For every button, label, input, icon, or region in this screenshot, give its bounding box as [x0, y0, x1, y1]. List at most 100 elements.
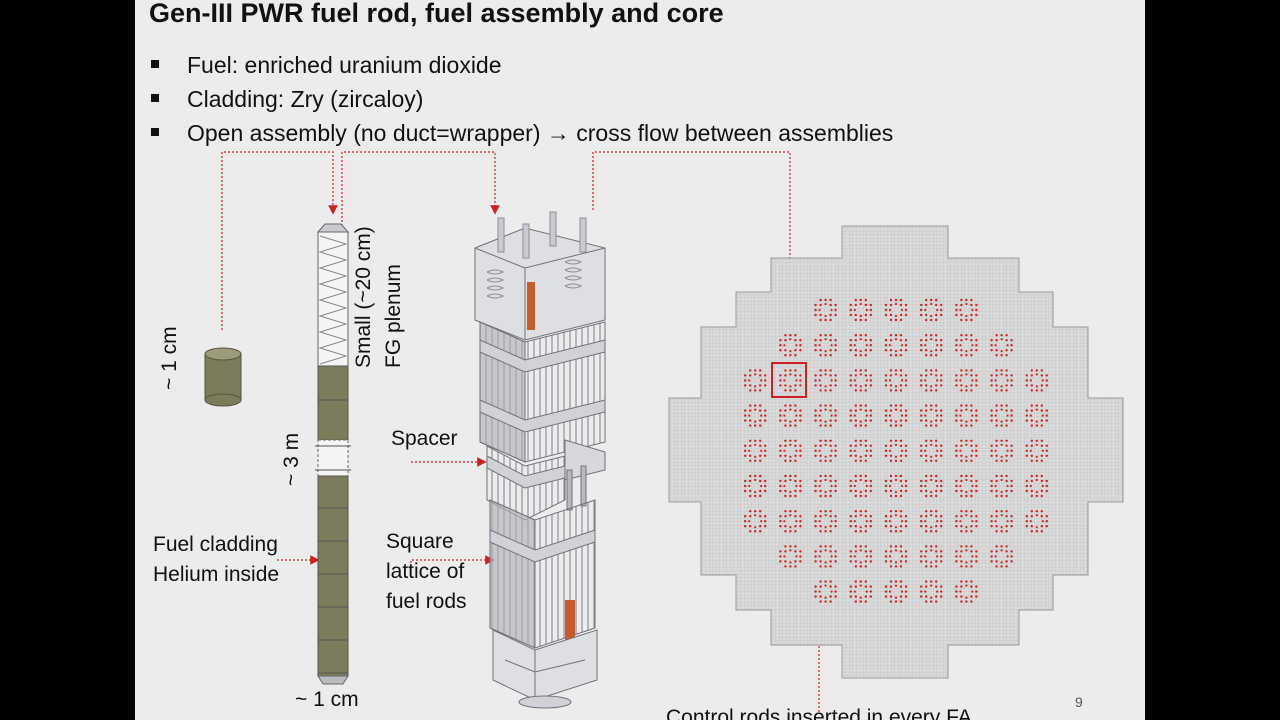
- control-rod-cluster: [990, 474, 1013, 498]
- bullet-square-icon: [151, 94, 159, 102]
- control-rod-cluster: [920, 545, 943, 568]
- reactor-core: [668, 225, 1124, 679]
- control-rod-cluster: [955, 404, 978, 427]
- highlighted-assembly: [771, 362, 807, 398]
- control-rod-cluster: [1025, 439, 1048, 462]
- leader-to-pellet: [221, 151, 338, 330]
- control-rod-cluster: [814, 334, 837, 357]
- control-rod-cluster: [849, 404, 872, 427]
- control-rod-cluster: [884, 545, 908, 568]
- control-rod-cluster: [990, 334, 1013, 357]
- control-rod-cluster: [955, 474, 978, 498]
- cladding-label: Fuel cladding Helium inside: [153, 533, 280, 586]
- control-rod-cluster: [779, 404, 802, 427]
- control-rod-cluster: [884, 369, 908, 392]
- control-rod-cluster: [849, 510, 872, 533]
- control-rod-cluster: [779, 369, 802, 392]
- control-rod-cluster: [990, 439, 1013, 462]
- rod-length-label: ~ 3 m: [280, 432, 303, 486]
- control-rod-cluster: [920, 404, 943, 427]
- bullet-square-icon: [151, 128, 159, 136]
- control-rod-cluster: [955, 439, 978, 462]
- control-rod-cluster: [744, 369, 767, 392]
- control-rod-cluster: [920, 298, 943, 322]
- control-rod-cluster: [744, 510, 767, 533]
- control-rod-cluster: [884, 439, 908, 462]
- control-rod-cluster: [884, 298, 908, 322]
- bullet-item: Cladding: Zry (zircaloy): [151, 84, 893, 118]
- control-rod-cluster: [990, 545, 1013, 568]
- control-rod-cluster: [814, 369, 837, 392]
- control-rod-cluster: [884, 580, 908, 603]
- control-rod-cluster: [955, 510, 978, 533]
- control-rod-cluster: [955, 298, 978, 322]
- control-rod-cluster: [920, 580, 943, 603]
- control-rod-cluster: [849, 439, 872, 462]
- fuel-rod: [315, 223, 351, 685]
- control-rod-patterns: [744, 298, 1048, 603]
- spacer-grid-1: [479, 339, 606, 373]
- bullet-item: Fuel: enriched uranium dioxide: [151, 50, 893, 84]
- control-rod-cluster: [1025, 510, 1048, 533]
- fuel-pellet: [204, 347, 242, 407]
- control-rod-cluster: [1025, 369, 1048, 392]
- rod-diameter-label: ~ 1 cm: [295, 688, 359, 711]
- leader-lattice: [410, 555, 495, 575]
- control-rod-cluster: [920, 369, 943, 392]
- control-rod-cluster: [884, 334, 908, 357]
- page-number: 9: [1075, 694, 1083, 710]
- bullet-square-icon: [151, 60, 159, 68]
- lattice-label: Square lattice of fuel rods: [386, 530, 467, 613]
- bullet-list: Fuel: enriched uranium dioxide Cladding:…: [151, 50, 893, 152]
- leader-to-plenum: [341, 151, 500, 230]
- spacer-label: Spacer: [391, 427, 458, 450]
- control-rod-cluster: [814, 545, 837, 568]
- bullet-item: Open assembly (no duct=wrapper) → cross …: [151, 118, 893, 152]
- control-rod-cluster: [1025, 404, 1048, 427]
- control-rod-cluster: [849, 580, 872, 603]
- control-rod-cluster: [849, 334, 872, 357]
- control-rod-cluster: [920, 474, 943, 498]
- control-rod-cluster: [744, 474, 767, 498]
- control-rod-cluster: [814, 439, 837, 462]
- control-rod-cluster: [920, 334, 943, 357]
- plenum-label: Small (~20 cm) FG plenum: [352, 226, 405, 368]
- control-rod-cluster: [744, 439, 767, 462]
- spacer-grid-2: [479, 399, 606, 433]
- control-rod-cluster: [814, 298, 837, 322]
- control-rod-cluster: [779, 334, 802, 357]
- fuel-assembly: [474, 211, 606, 709]
- control-rod-cluster: [955, 334, 978, 357]
- control-rod-cluster: [849, 545, 872, 568]
- control-rod-cluster: [814, 580, 837, 603]
- slide: Gen-III PWR fuel rod, fuel assembly and …: [135, 0, 1145, 720]
- control-rod-cluster: [814, 404, 837, 427]
- slide-title: Gen-III PWR fuel rod, fuel assembly and …: [149, 0, 724, 28]
- control-rod-cluster: [779, 510, 802, 533]
- spacer-grid-3: [486, 455, 566, 489]
- control-rod-cluster: [1025, 474, 1048, 498]
- control-rod-cluster: [849, 298, 872, 322]
- control-rod-cluster: [920, 439, 943, 462]
- control-rod-cluster: [779, 545, 802, 568]
- pwr-diagram: [204, 151, 1124, 712]
- control-rod-cluster: [884, 404, 908, 427]
- control-rod-cluster: [814, 510, 837, 533]
- control-rod-cluster: [884, 474, 908, 498]
- control-rod-cluster: [990, 369, 1013, 392]
- control-rod-cluster: [955, 580, 978, 603]
- control-rod-cluster: [849, 369, 872, 392]
- control-rod-cluster: [990, 510, 1013, 533]
- spacer-grid-4: [489, 529, 596, 563]
- control-rod-cluster: [990, 404, 1013, 427]
- control-rod-cluster: [849, 474, 872, 498]
- control-rod-cluster: [814, 474, 837, 498]
- control-rod-cluster: [920, 510, 943, 533]
- control-rod-cluster: [955, 545, 978, 568]
- control-rod-cluster: [779, 439, 802, 462]
- control-rod-cluster: [744, 404, 767, 427]
- control-rods-label: Control rods inserted in every FA: [666, 706, 972, 720]
- pellet-size-label: ~ 1 cm: [158, 326, 181, 390]
- control-rod-cluster: [779, 474, 802, 498]
- control-rod-cluster: [884, 510, 908, 533]
